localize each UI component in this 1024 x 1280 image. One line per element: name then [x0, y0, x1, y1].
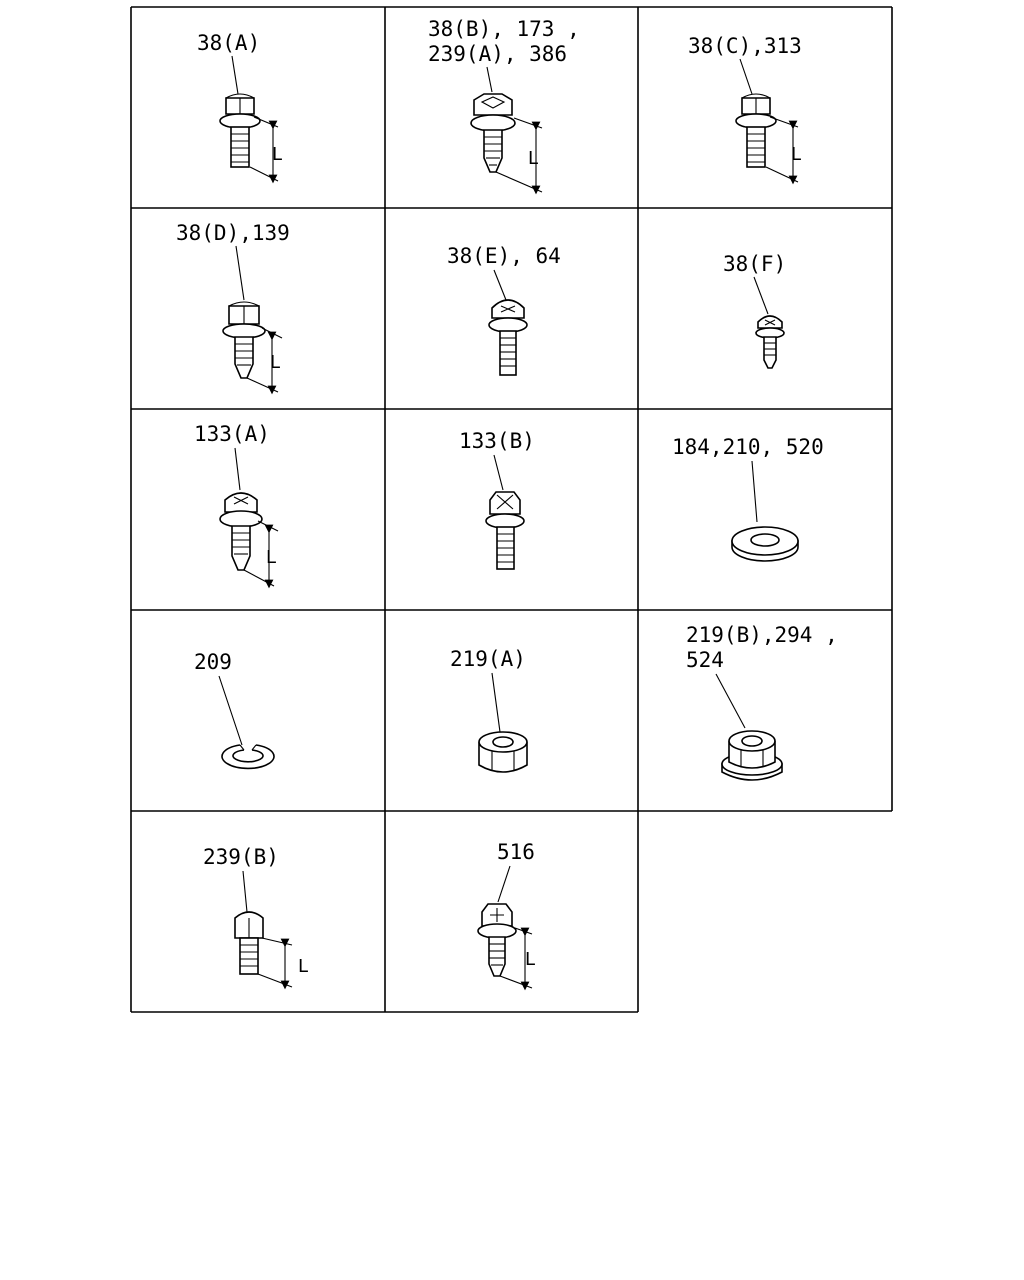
length-dimension: L [246, 327, 283, 395]
tapping-bolt-icon [222, 301, 266, 379]
part-label: 38(A) [197, 31, 260, 55]
leader-line [491, 672, 501, 733]
part-label: 219(B),294 , [686, 623, 838, 647]
hex-flange-bolt-icon [470, 93, 516, 173]
length-dimension: L [495, 117, 543, 195]
cell-184: 184,210, 520 [672, 435, 824, 562]
leader-line [234, 447, 241, 491]
leader-line [751, 460, 758, 523]
leader-line [753, 276, 769, 315]
cell-38e: 38(E), 64 [447, 244, 561, 376]
cell-38c: 38(C),313 L [688, 34, 802, 185]
svg-text:L: L [528, 148, 538, 169]
leader-line [715, 673, 746, 729]
leader-line [493, 269, 507, 301]
leader-line [231, 55, 239, 95]
part-label: 239(A), 386 [428, 42, 567, 66]
cell-38b: 38(B), 173 , 239(A), 386 L [428, 17, 580, 195]
length-dimension: L [765, 116, 801, 185]
svg-text:L: L [791, 144, 801, 165]
part-label: 239(B) [203, 845, 279, 869]
svg-text:L: L [266, 547, 276, 568]
cell-38a: 38(A) L [197, 31, 282, 184]
part-label: 38(E), 64 [447, 244, 561, 268]
svg-text:L: L [298, 956, 308, 977]
cross-head-screw-icon [488, 299, 528, 376]
flange-nut-icon [721, 730, 783, 781]
cell-133b: 133(B) [459, 429, 535, 570]
part-label: 516 [497, 840, 535, 864]
length-dimension: L [249, 116, 282, 184]
length-dimension: L [243, 520, 279, 589]
cell-133a: 133(A) L [194, 422, 279, 589]
part-label: 38(B), 173 , [428, 17, 580, 41]
svg-text:L: L [270, 352, 280, 373]
part-label: 38(C),313 [688, 34, 802, 58]
cross-head-tapping-screw-icon [219, 492, 263, 571]
leader-line [242, 870, 248, 913]
svg-text:L: L [525, 949, 535, 970]
hex-nut-icon [478, 731, 528, 773]
cell-219a: 219(A) [450, 647, 528, 773]
leader-line [218, 675, 243, 746]
leader-line [493, 454, 504, 491]
part-label: 38(D),139 [176, 221, 290, 245]
hex-bolt-icon [234, 911, 264, 975]
cell-239b: 239(B) L [203, 845, 308, 990]
length-dimension: L [257, 937, 308, 990]
cell-38d: 38(D),139 L [176, 221, 290, 395]
leader-line [739, 58, 753, 95]
length-dimension: L [499, 927, 535, 991]
flange-bolt-icon [735, 93, 777, 168]
grid-lines [130, 6, 893, 1013]
part-label: 209 [194, 650, 232, 674]
leader-line [497, 865, 511, 903]
cell-38f: 38(F) [723, 252, 786, 369]
hex-washer-bolt-icon [485, 491, 525, 570]
flat-washer-icon [731, 526, 799, 562]
part-label: 219(A) [450, 647, 526, 671]
part-label: 133(A) [194, 422, 270, 446]
cell-516: 516 L [477, 840, 535, 991]
svg-text:L: L [272, 144, 282, 165]
hex-cross-bolt-icon [477, 903, 517, 977]
small-cross-screw-icon [755, 315, 785, 369]
leader-line [235, 245, 245, 301]
part-label: 524 [686, 648, 724, 672]
leader-line [486, 66, 493, 93]
flange-bolt-icon [219, 93, 261, 168]
part-label: 133(B) [459, 429, 535, 453]
spring-washer-icon [221, 744, 275, 770]
cell-219b: 219(B),294 , 524 [686, 623, 838, 781]
cell-209: 209 [194, 650, 275, 770]
part-label: 184,210, 520 [672, 435, 824, 459]
part-label: 38(F) [723, 252, 786, 276]
